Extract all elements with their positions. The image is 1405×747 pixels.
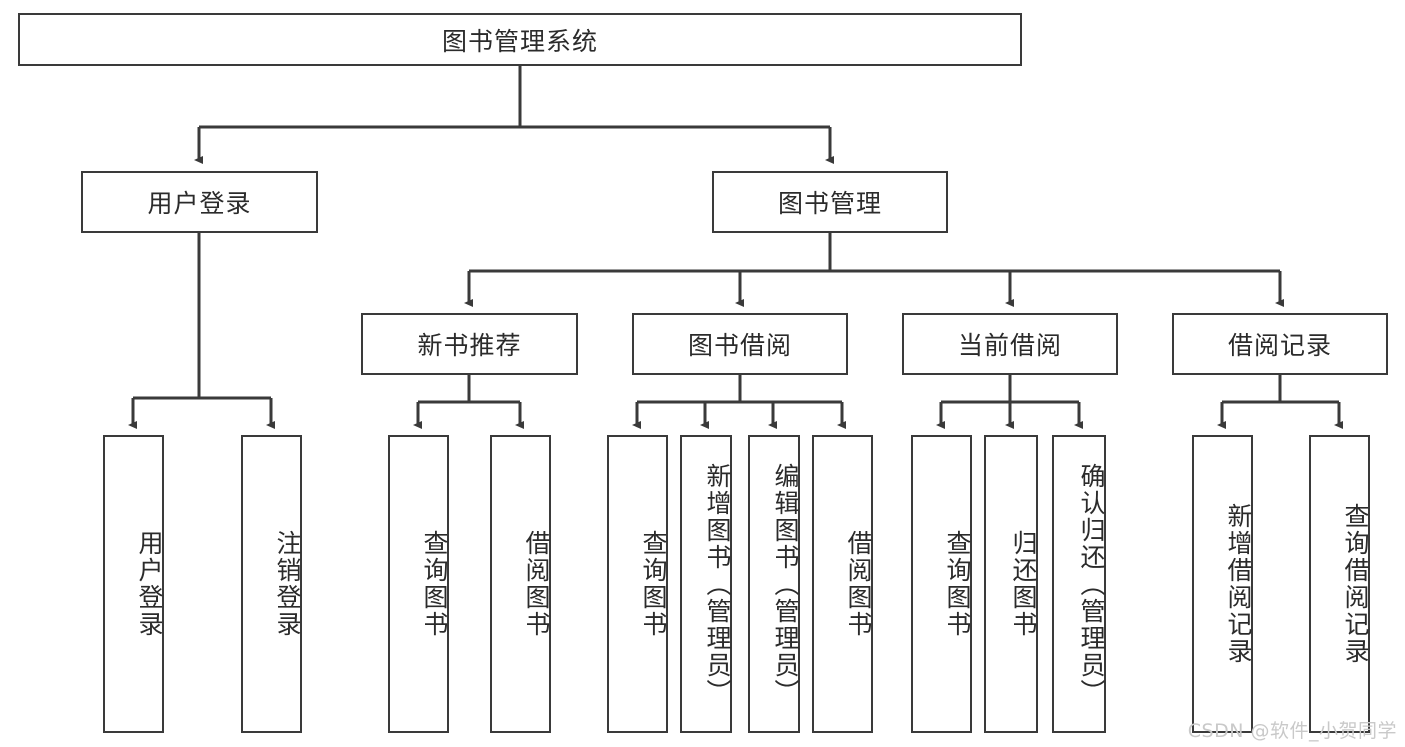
node-book-management[interactable]: 图书管理	[712, 171, 948, 233]
leaf-add-borrow-record-label: 新增借阅记录	[1224, 503, 1253, 665]
leaf-query-book-recommend-label: 查询图书	[420, 530, 449, 638]
leaf-logout[interactable]: 注销登录	[241, 435, 302, 733]
node-root[interactable]: 图书管理系统	[18, 13, 1022, 66]
leaf-edit-book-admin[interactable]: 编辑图书（管理员）	[748, 435, 800, 733]
node-book-borrow[interactable]: 图书借阅	[632, 313, 848, 375]
leaf-user-login-label: 用户登录	[135, 530, 164, 638]
node-book-borrow-label: 图书借阅	[687, 331, 792, 360]
watermark: CSDN @软件_小贺同学	[1187, 720, 1397, 742]
leaf-query-borrow-record[interactable]: 查询借阅记录	[1309, 435, 1370, 733]
node-user-login[interactable]: 用户登录	[81, 171, 318, 233]
node-borrow-record[interactable]: 借阅记录	[1172, 313, 1388, 375]
leaf-return-book[interactable]: 归还图书	[984, 435, 1038, 733]
node-new-book-recommend-label: 新书推荐	[417, 331, 522, 360]
leaf-query-borrow-record-label: 查询借阅记录	[1341, 503, 1370, 665]
node-book-management-label: 图书管理	[777, 189, 882, 218]
node-current-borrow[interactable]: 当前借阅	[902, 313, 1118, 375]
leaf-query-book-recommend[interactable]: 查询图书	[388, 435, 449, 733]
leaf-user-login[interactable]: 用户登录	[103, 435, 164, 733]
node-new-book-recommend[interactable]: 新书推荐	[361, 313, 578, 375]
leaf-query-book-current-label: 查询图书	[943, 530, 972, 638]
leaf-add-borrow-record[interactable]: 新增借阅记录	[1192, 435, 1253, 733]
leaf-query-book-borrow[interactable]: 查询图书	[607, 435, 668, 733]
leaf-confirm-return-admin-label: 确认归还（管理员）	[1077, 462, 1106, 706]
leaf-query-book-borrow-label: 查询图书	[639, 530, 668, 638]
node-current-borrow-label: 当前借阅	[957, 331, 1062, 360]
leaf-query-book-current[interactable]: 查询图书	[911, 435, 972, 733]
leaf-return-book-label: 归还图书	[1009, 530, 1038, 638]
leaf-logout-label: 注销登录	[273, 530, 302, 638]
leaf-edit-book-admin-label: 编辑图书（管理员）	[771, 462, 800, 706]
node-borrow-record-label: 借阅记录	[1227, 331, 1332, 360]
leaf-add-book-admin[interactable]: 新增图书（管理员）	[680, 435, 732, 733]
node-user-login-label: 用户登录	[147, 189, 252, 218]
node-root-label: 图书管理系统	[441, 26, 598, 56]
leaf-borrow-book-recommend-label: 借阅图书	[522, 530, 551, 638]
leaf-confirm-return-admin[interactable]: 确认归还（管理员）	[1052, 435, 1106, 733]
leaf-borrow-book-borrow-label: 借阅图书	[844, 530, 873, 638]
leaf-borrow-book-borrow[interactable]: 借阅图书	[812, 435, 873, 733]
leaf-borrow-book-recommend[interactable]: 借阅图书	[490, 435, 551, 733]
leaf-add-book-admin-label: 新增图书（管理员）	[703, 462, 732, 706]
